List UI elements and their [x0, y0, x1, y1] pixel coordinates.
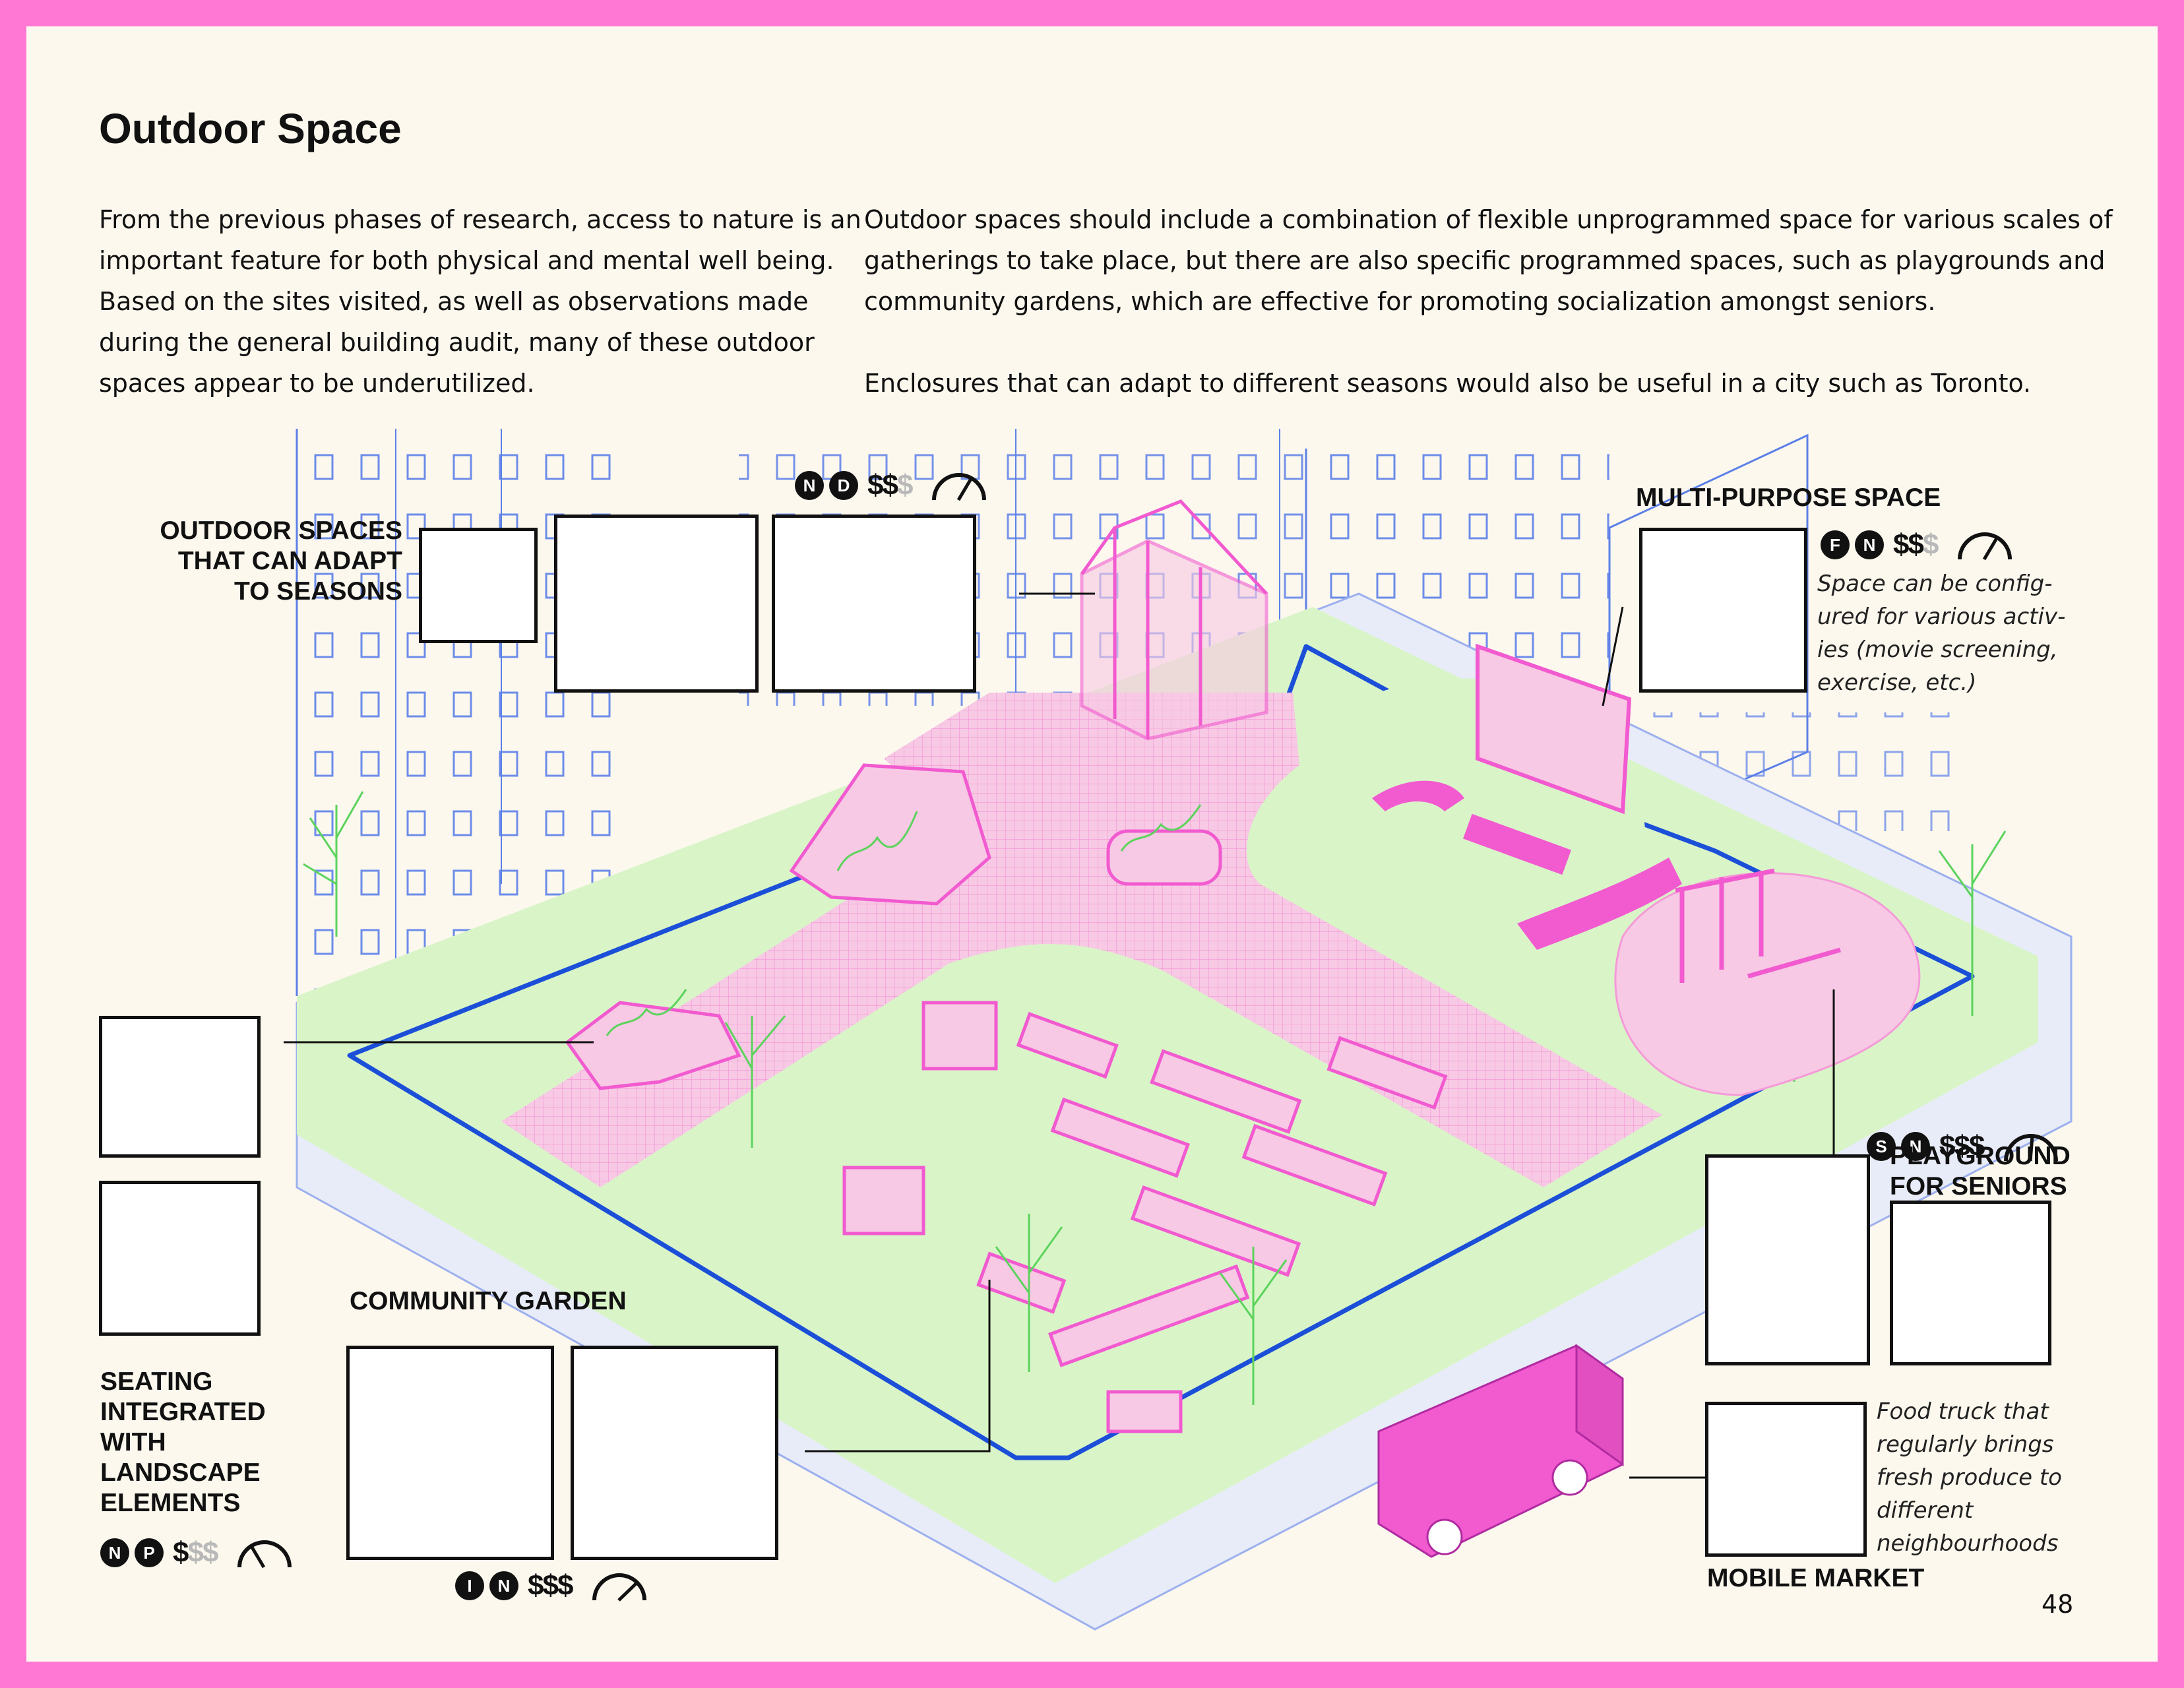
- badge-n: N: [1901, 1132, 1930, 1161]
- site-illustration: [284, 429, 2073, 1631]
- seasons-panel-3: [772, 515, 976, 693]
- multipurpose-label: MULTI-PURPOSE SPACE: [1636, 484, 1941, 512]
- gauge-icon: [592, 1573, 647, 1602]
- seasons-panel-2: [554, 515, 759, 693]
- planters: [565, 763, 1448, 1433]
- page: Outdoor Space From the previous phases o…: [26, 26, 2158, 1662]
- garden-rating: I N $$$: [455, 1569, 648, 1603]
- page-title: Outdoor Space: [99, 105, 402, 152]
- garden-panel-2: [571, 1346, 778, 1560]
- food-truck: [1377, 1344, 1624, 1558]
- gauge-icon: [1958, 532, 2012, 561]
- badge-p: P: [135, 1538, 164, 1567]
- cost-indicator: $$$: [173, 1536, 218, 1569]
- badge-d: D: [829, 471, 858, 500]
- cost-indicator: $$$: [1893, 528, 1939, 561]
- intro-paragraph: From the previous phases of research, ac…: [99, 205, 861, 398]
- badge-i: I: [455, 1571, 484, 1600]
- page-number: 48: [2042, 1590, 2074, 1619]
- playground-rating: S N $$$: [1867, 1129, 2060, 1164]
- multipurpose-rating: F N $$$: [1821, 528, 2014, 562]
- enclosure-paragraph: Enclosures that can adapt to different s…: [864, 369, 2032, 398]
- market-panel: [1705, 1402, 1867, 1557]
- badge-s: S: [1867, 1132, 1896, 1161]
- seasons-panel-1: [419, 528, 538, 643]
- cost-indicator: $$$: [1939, 1130, 1985, 1162]
- multipurpose-note: Space can be config-ured for various act…: [1817, 571, 2066, 696]
- outdoor-paragraph: Outdoor spaces should include a combinat…: [864, 205, 2113, 316]
- greenhouse: [1080, 499, 1268, 741]
- cost-indicator: $$$: [528, 1569, 573, 1602]
- garden-label: COMMUNITY GARDEN: [350, 1287, 627, 1315]
- seasons-label: OUTDOOR SPACES THAT CAN ADAPT TO SEASONS: [160, 516, 402, 606]
- seating-panel-2: [99, 1181, 261, 1336]
- gauge-icon: [932, 473, 987, 501]
- badge-n: N: [100, 1538, 129, 1567]
- multipurpose-area: [1313, 643, 1682, 950]
- badge-n: N: [795, 471, 824, 500]
- gauge-icon: [237, 1540, 292, 1569]
- badge-f: F: [1821, 530, 1850, 559]
- badge-n: N: [489, 1571, 518, 1600]
- multipurpose-panel: [1639, 528, 1807, 693]
- seating-label: SEATING INTEGRATED WITH LANDSCAPE ELEMEN…: [100, 1367, 266, 1517]
- building-left: [296, 429, 620, 996]
- cost-indicator: $$$: [867, 469, 913, 501]
- gauge-icon: [2004, 1134, 2059, 1162]
- market-label: MOBILE MARKET: [1707, 1564, 1925, 1592]
- leader-lines: [284, 592, 1835, 1479]
- playground-panel-2: [1890, 1201, 2051, 1365]
- playground-area: [1614, 868, 1921, 1096]
- seasons-rating: N D $$$: [795, 468, 988, 503]
- market-note: Food truck that regularly brings fresh p…: [1877, 1398, 2062, 1557]
- playground-label: PLAYGROUND FOR SENIORS: [1890, 1142, 2071, 1201]
- badge-n: N: [1855, 530, 1884, 559]
- playground-panel-1: [1705, 1154, 1870, 1365]
- seating-rating: N P $$$: [100, 1536, 294, 1570]
- seating-panel-1: [99, 1016, 261, 1158]
- garden-panel-1: [346, 1346, 554, 1560]
